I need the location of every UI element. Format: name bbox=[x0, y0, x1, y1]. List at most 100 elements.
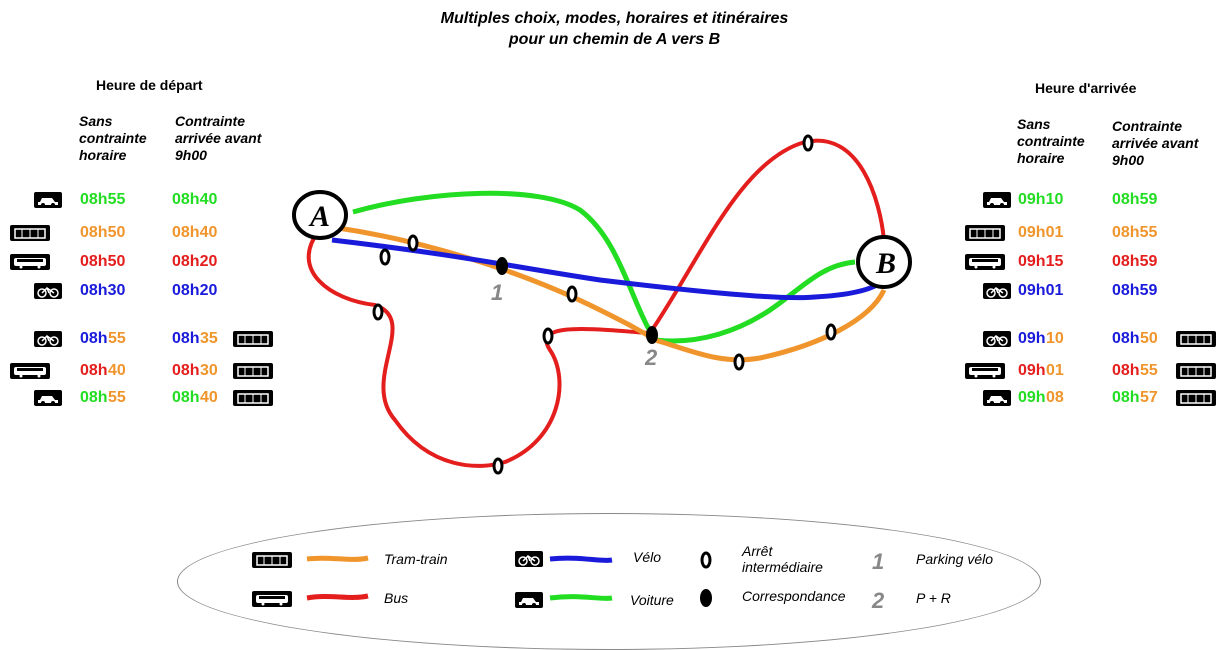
departure-multi-end-tram-icon bbox=[233, 363, 273, 379]
legend-tram-line bbox=[306, 555, 369, 562]
legend-correspondance-label: Correspondance bbox=[742, 588, 846, 604]
departure-time-free: 08h30 bbox=[80, 282, 126, 299]
arrival-multi-hour-free: 09h bbox=[1018, 389, 1046, 406]
point-a-label: A bbox=[308, 200, 330, 233]
legend-bike-line bbox=[549, 555, 613, 563]
legend-stop-icon bbox=[700, 551, 712, 569]
legend-tram-icon bbox=[252, 552, 292, 568]
arrival-time-free: 09h10 bbox=[1018, 191, 1064, 208]
departure-multi-hour-free: 08h bbox=[80, 330, 108, 347]
departure-time-free: 08h50 bbox=[80, 224, 126, 241]
stop-marker bbox=[733, 353, 745, 371]
point-1-label: 1 bbox=[491, 280, 504, 305]
car-route-b bbox=[654, 259, 856, 344]
legend-voiture-label: Voiture bbox=[630, 592, 674, 608]
arrival-multi-hour-free: 09h bbox=[1018, 330, 1046, 347]
arrival-multi-min-constrained: 57 bbox=[1140, 389, 1158, 406]
departure-col2-header: Contrainte arrivée avant 9h00 bbox=[175, 113, 262, 163]
arrival-heading: Heure d'arrivée bbox=[1035, 80, 1137, 96]
arrival-time-constrained: 08h55 bbox=[1112, 224, 1158, 241]
arrival-multi-bike-icon bbox=[983, 331, 1011, 347]
arrival-time-free: 09h01 bbox=[1018, 282, 1064, 299]
arrival-multi-min-constrained: 55 bbox=[1140, 362, 1158, 379]
departure-multi-min-constrained: 40 bbox=[200, 389, 218, 406]
arrival-multi-car-icon bbox=[983, 390, 1011, 406]
connection-marker-1 bbox=[496, 257, 508, 275]
departure-multi-car-icon bbox=[34, 390, 62, 406]
departure-multi-hour-free: 08h bbox=[80, 389, 108, 406]
departure-row-tram-icon bbox=[10, 225, 50, 241]
bus-route-north bbox=[648, 138, 886, 335]
departure-multi-bike-icon bbox=[34, 331, 62, 347]
departure-time-constrained: 08h20 bbox=[172, 253, 218, 270]
departure-time-free: 08h50 bbox=[80, 253, 126, 270]
departure-col1-header: Sans contrainte horaire bbox=[79, 113, 147, 163]
point-b-circle bbox=[856, 235, 912, 289]
departure-row-bike-icon bbox=[34, 283, 62, 299]
departure-row-car-icon bbox=[34, 192, 62, 208]
departure-multi-hour-free: 08h bbox=[80, 362, 108, 379]
departure-multi-min-constrained: 35 bbox=[200, 330, 218, 347]
departure-time-constrained: 08h40 bbox=[172, 224, 218, 241]
departure-time-constrained: 08h20 bbox=[172, 282, 218, 299]
legend-two-number: 2 bbox=[872, 588, 885, 613]
stop-marker bbox=[372, 303, 384, 321]
departure-multi-min-free: 55 bbox=[108, 330, 126, 347]
arrival-multi-bus-icon bbox=[965, 363, 1005, 379]
legend-velo-label: Vélo bbox=[633, 549, 662, 565]
departure-time-constrained: 08h40 bbox=[172, 191, 218, 208]
bike-route bbox=[331, 237, 882, 301]
arrival-multi-end-tram-icon bbox=[1176, 331, 1216, 347]
legend-car-line bbox=[549, 594, 613, 601]
arrival-multi-hour-constrained: 08h bbox=[1112, 389, 1140, 406]
arrival-row-bike-icon bbox=[983, 283, 1011, 299]
point-a-circle bbox=[292, 190, 348, 240]
point-2-label: 2 bbox=[645, 345, 658, 370]
arrival-col2-header: Contrainte arrivée avant 9h00 bbox=[1112, 118, 1199, 168]
car-route-a bbox=[352, 190, 658, 342]
arrival-multi-min-free: 10 bbox=[1046, 330, 1064, 347]
legend-pr-label: P + R bbox=[916, 590, 951, 606]
departure-time-free: 08h55 bbox=[80, 191, 126, 208]
legend-bus-label: Bus bbox=[384, 590, 409, 606]
point-b-label: B bbox=[875, 247, 896, 280]
title-line-1: Multiples choix, modes, horaires et itin… bbox=[440, 10, 789, 27]
departure-multi-min-free: 55 bbox=[108, 389, 126, 406]
departure-multi-hour-constrained: 08h bbox=[172, 330, 200, 347]
departure-multi-end-tram-icon bbox=[233, 390, 273, 406]
arrival-multi-min-free: 01 bbox=[1046, 362, 1064, 379]
arrival-multi-hour-constrained: 08h bbox=[1112, 362, 1140, 379]
stop-marker bbox=[566, 285, 578, 303]
legend-car-icon bbox=[515, 592, 543, 608]
legend-parking-label: Parking vélo bbox=[916, 551, 994, 567]
legend-bus-line bbox=[306, 593, 369, 601]
stop-marker bbox=[825, 323, 837, 341]
title-line-2: pour un chemin de A vers B bbox=[508, 31, 721, 48]
arrival-time-constrained: 08h59 bbox=[1112, 191, 1158, 208]
stop-marker bbox=[379, 248, 391, 266]
arrival-multi-end-tram-icon bbox=[1176, 363, 1216, 379]
arrival-multi-hour-constrained: 08h bbox=[1112, 330, 1140, 347]
departure-multi-bus-icon bbox=[10, 363, 50, 379]
legend-connection-icon bbox=[700, 589, 712, 607]
arrival-multi-min-constrained: 50 bbox=[1140, 330, 1158, 347]
stop-marker bbox=[407, 234, 419, 252]
departure-multi-hour-constrained: 08h bbox=[172, 362, 200, 379]
departure-multi-end-tram-icon bbox=[233, 331, 273, 347]
stop-marker bbox=[802, 134, 814, 152]
connection-marker-2 bbox=[646, 326, 658, 344]
legend-bike-icon bbox=[515, 551, 543, 567]
departure-row-bus-icon bbox=[10, 254, 50, 270]
arrival-time-constrained: 08h59 bbox=[1112, 282, 1158, 299]
legend-arret-label: Arrêt intermédiaire bbox=[742, 543, 823, 575]
arrival-multi-min-free: 08 bbox=[1046, 389, 1064, 406]
legend-one-number: 1 bbox=[872, 549, 885, 574]
arrival-time-free: 09h15 bbox=[1018, 253, 1064, 270]
stop-marker bbox=[542, 327, 554, 345]
legend-bus-icon bbox=[252, 591, 292, 607]
departure-multi-hour-constrained: 08h bbox=[172, 389, 200, 406]
arrival-row-tram-icon bbox=[965, 225, 1005, 241]
departure-multi-min-constrained: 30 bbox=[200, 362, 218, 379]
